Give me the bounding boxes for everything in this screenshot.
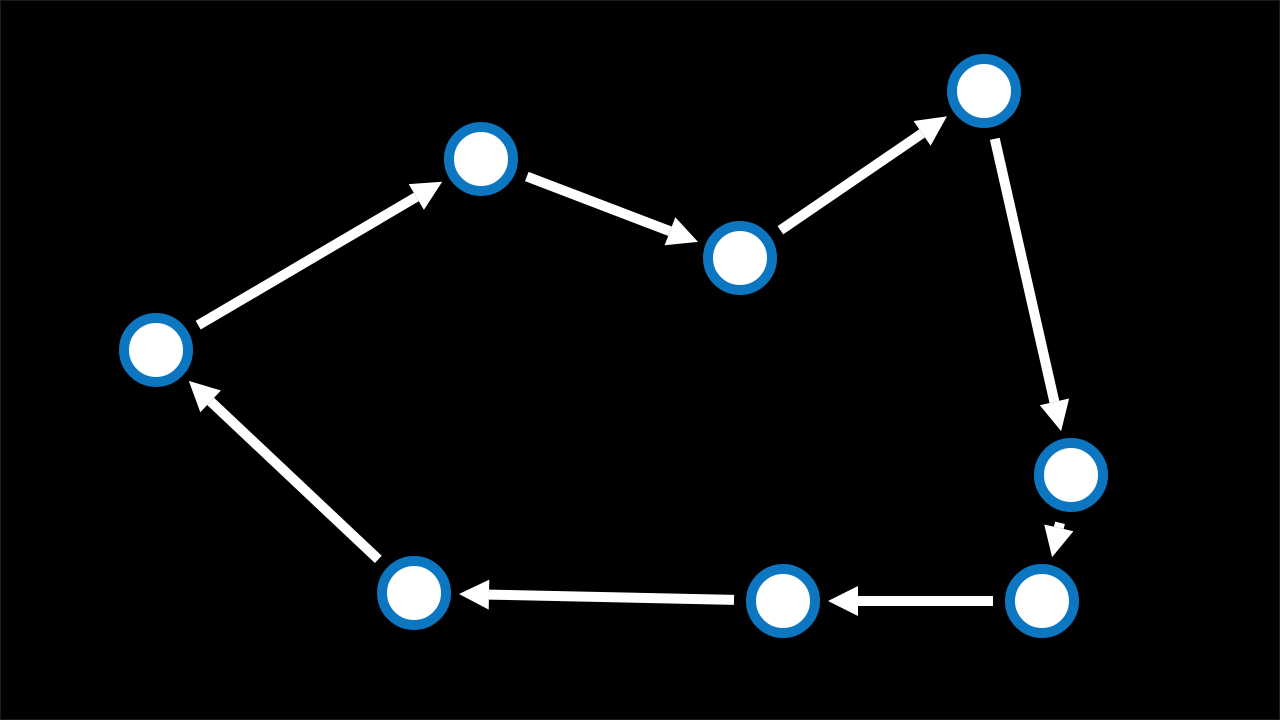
graph-node-n4	[947, 54, 1021, 128]
edge-shaft-n7-n8	[488, 589, 735, 605]
arrowhead-icon-n8-n1	[188, 380, 221, 413]
graph-node-n5	[1034, 438, 1108, 512]
graph-node-n1	[119, 313, 193, 387]
edge-shaft-n1-n2	[195, 192, 419, 330]
graph-node-n6	[1005, 564, 1079, 638]
graph-node-n3	[703, 221, 777, 295]
edge-shaft-n5-n6	[1053, 521, 1065, 530]
arrowhead-icon-n7-n8	[459, 579, 490, 610]
arrowhead-icon-n6-n7	[828, 586, 858, 616]
arrowhead-icon-n1-n2	[408, 181, 443, 210]
arrowhead-icon-n3-n4	[913, 116, 947, 146]
arrowhead-icon-n2-n3	[664, 217, 698, 246]
graph-node-n7	[746, 564, 820, 638]
graph-node-n8	[377, 556, 451, 630]
arrowhead-icon-n4-n5	[1039, 398, 1070, 432]
graph-node-n2	[444, 122, 518, 196]
edge-shaft-n2-n3	[525, 171, 672, 236]
edge-shaft-n3-n4	[777, 129, 925, 235]
arrowhead-icon-n5-n6	[1044, 524, 1074, 558]
edge-shaft-n4-n5	[989, 137, 1060, 404]
edge-shaft-n8-n1	[207, 397, 382, 564]
